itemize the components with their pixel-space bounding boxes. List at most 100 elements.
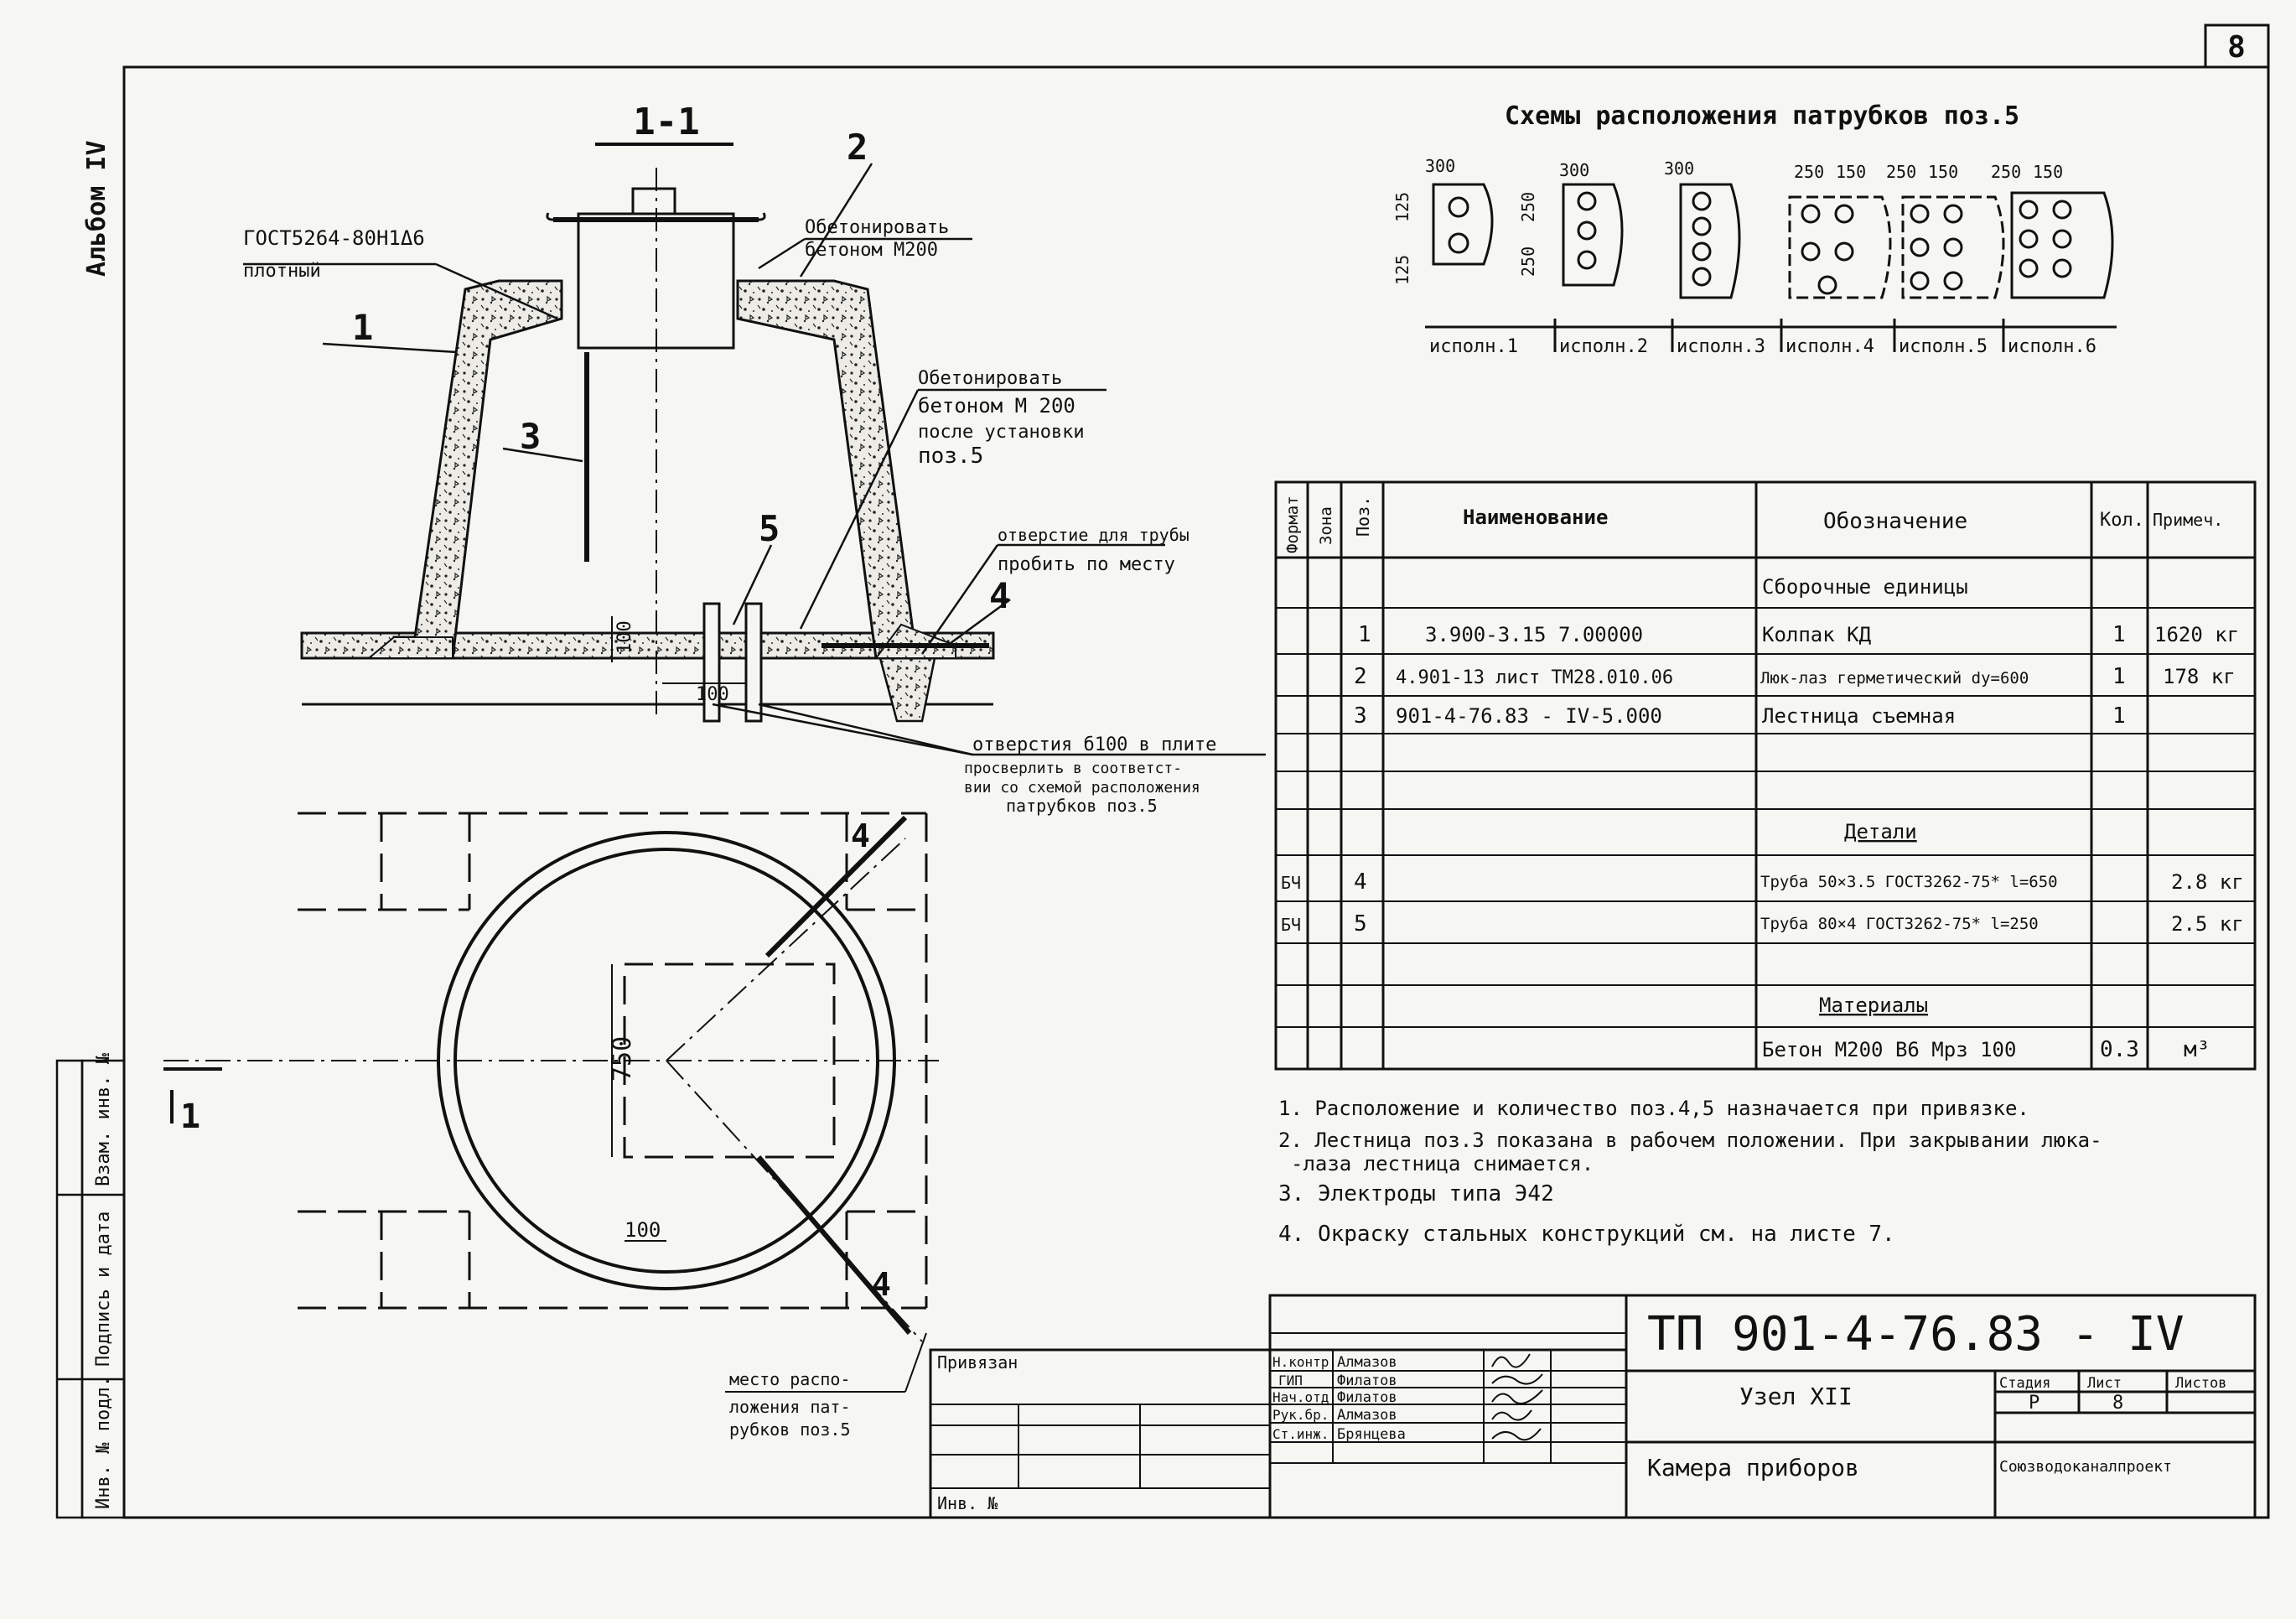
schemes-title: Схемы расположения патрубков поз.5 — [1505, 101, 2019, 131]
drawing-name: Камера приборов — [1647, 1454, 1859, 1481]
scheme-dim-5a: 250 — [1886, 162, 1916, 182]
scheme-dim-5b: 150 — [1928, 162, 1958, 182]
dim-100-plan: 100 — [625, 1218, 661, 1242]
row7-pos: 5 — [1354, 911, 1367, 937]
row6-format: БЧ — [1281, 873, 1301, 893]
sheets-label: Листов — [2175, 1375, 2226, 1392]
row3-designation: Лестница съемная — [1762, 704, 1956, 728]
side-stamp — [55, 1059, 126, 1519]
pipe-pos5-b — [744, 602, 763, 723]
cone-wall-left — [392, 279, 563, 660]
dim-750: 750 — [608, 1036, 637, 1082]
note-drill-3: вии со схемой расположения — [964, 779, 1200, 797]
side-stamp-inv: Инв. № подл. — [93, 1376, 114, 1509]
cone-wall-right — [736, 279, 936, 660]
note-drill-1: отверстия б100 в плите — [972, 734, 1216, 755]
row10-qty: 0.3 — [2100, 1037, 2139, 1062]
stage-label: Стадия — [1999, 1375, 2050, 1392]
plan-leader-4-bottom: 4 — [872, 1266, 891, 1303]
org-name: Союзводоканалпроект — [1999, 1458, 2172, 1476]
doc-code: ТП 901-4-76.83 - IV — [1647, 1307, 2185, 1362]
stage-value: Р — [2029, 1393, 2039, 1414]
note-concrete-1b: бетоном М200 — [805, 240, 938, 261]
row2-designation: Люк-лаз герметический dу=600 — [1760, 669, 2029, 688]
plan-note-3: рубков поз.5 — [729, 1419, 851, 1440]
scheme-dim-6b: 150 — [2033, 162, 2063, 182]
leader-1: 1 — [352, 307, 373, 348]
sig-name-2: Филатов — [1337, 1373, 1397, 1389]
note-2b: -лаза лестница снимается. — [1291, 1152, 1594, 1175]
plan-note-2: ложения пат- — [729, 1397, 851, 1417]
note-3: 3. Электроды типа Э42 — [1278, 1181, 1554, 1206]
leader-4: 4 — [989, 575, 1010, 616]
note-1: 1. Расположение и количество поз.4,5 наз… — [1278, 1097, 2029, 1120]
title-block — [929, 1294, 2257, 1519]
group-assemblies: Сборочные единицы — [1762, 575, 1968, 599]
plan-section-mark: 1 — [180, 1097, 200, 1136]
dim-100-vertical: 100 — [614, 620, 635, 654]
col-zone: Зона — [1317, 506, 1335, 545]
row1-name: 3.900-3.15 7.00000 — [1425, 623, 1643, 646]
sig-name-5: Брянцева — [1337, 1426, 1406, 1443]
row1-pos: 1 — [1358, 622, 1371, 647]
col-designation: Обозначение — [1823, 509, 1967, 534]
scheme-dim-v3: 250 — [1518, 192, 1538, 222]
col-format: Формат — [1283, 496, 1302, 553]
row1-note: 1620 кг — [2154, 623, 2239, 646]
note-concrete-2b: бетоном М 200 — [918, 394, 1075, 418]
row10-note: м³ — [2184, 1037, 2210, 1062]
plan-view: 750 100 1 4 4 место распо- ложения пат- … — [163, 812, 939, 1440]
node-label: Узел XII — [1739, 1383, 1853, 1410]
col-qty: Кол. — [2100, 510, 2144, 531]
row1-qty: 1 — [2112, 622, 2126, 647]
note-concrete-2c: после установки — [918, 422, 1085, 443]
note-concrete-1: Обетонировать — [805, 217, 949, 238]
scheme-dim-6a: 250 — [1991, 162, 2021, 182]
variant-4: исполн.4 — [1785, 336, 1874, 357]
scheme-dim-v2: 125 — [1392, 255, 1412, 285]
nozzle-schemes: Схемы расположения патрубков поз.5 испол… — [1392, 101, 2117, 357]
variant-5: исполн.5 — [1899, 336, 1988, 357]
scheme-dim-1: 300 — [1425, 156, 1455, 176]
plan-pipe-pos4-top — [764, 815, 908, 958]
row7-note: 2.5 кг — [2171, 912, 2244, 936]
sig-name-4: Алмазов — [1337, 1407, 1397, 1424]
row6-designation: Труба 50×3.5 ГОСТ3262-75* l=650 — [1760, 873, 2058, 891]
row2-note: 178 кг — [2163, 665, 2236, 688]
section-1-1: 1-1 100 100 — [243, 101, 1266, 816]
note-4: 4. Окраску стальных конструкций см. на л… — [1278, 1222, 1895, 1247]
title-block-text: ТП 901-4-76.83 - IV Узел XII Камера приб… — [937, 1307, 2226, 1513]
dim-100-horizontal: 100 — [696, 684, 729, 705]
plan-note-1: место распо- — [729, 1369, 851, 1389]
note-tight: плотный — [243, 261, 321, 282]
side-stamp-replace: Взам. инв. № — [93, 1053, 114, 1186]
row3-pos: 3 — [1354, 703, 1367, 729]
note-hole-2: пробить по месту — [998, 554, 1175, 575]
row10-designation: Бетон М200 В6 Мрз 100 — [1762, 1038, 2016, 1061]
row2-name: 4.901-13 лист ТМ28.010.06 — [1396, 667, 1673, 688]
col-name: Наименование — [1463, 506, 1608, 529]
scheme-dim-4b: 150 — [1836, 162, 1866, 182]
sig-name-3: Филатов — [1337, 1389, 1397, 1406]
spec-table — [1274, 480, 2257, 1071]
scheme-dim-3: 300 — [1664, 158, 1694, 179]
spec-table-text: Формат Зона Поз. Наименование Обозначени… — [1281, 496, 2244, 1062]
row6-note: 2.8 кг — [2171, 870, 2244, 894]
group-materials: Материалы — [1819, 994, 1928, 1017]
row7-format: БЧ — [1281, 915, 1301, 935]
row2-pos: 2 — [1354, 664, 1367, 689]
note-weld: ГОСТ5264-80Н1Δ6 — [243, 226, 425, 250]
side-stamp-sign: Подпись и дата — [93, 1212, 114, 1367]
plan-pipe-pos4-bottom — [756, 1155, 912, 1335]
sheet-number: 8 — [2227, 30, 2246, 65]
row7-designation: Труба 80×4 ГОСТ3262-75* l=250 — [1760, 915, 2039, 933]
sig-role-4: Рук.бр. — [1272, 1407, 1329, 1423]
general-notes: 1. Расположение и количество поз.4,5 наз… — [1278, 1097, 2102, 1247]
row1-designation: Колпак КД — [1762, 623, 1872, 646]
signature-scribbles — [1491, 1353, 1543, 1441]
leader-2: 2 — [847, 127, 868, 168]
binding-label: Привязан — [937, 1352, 1018, 1373]
variant-2: исполн.2 — [1559, 336, 1648, 357]
sig-name-1: Алмазов — [1337, 1354, 1397, 1371]
